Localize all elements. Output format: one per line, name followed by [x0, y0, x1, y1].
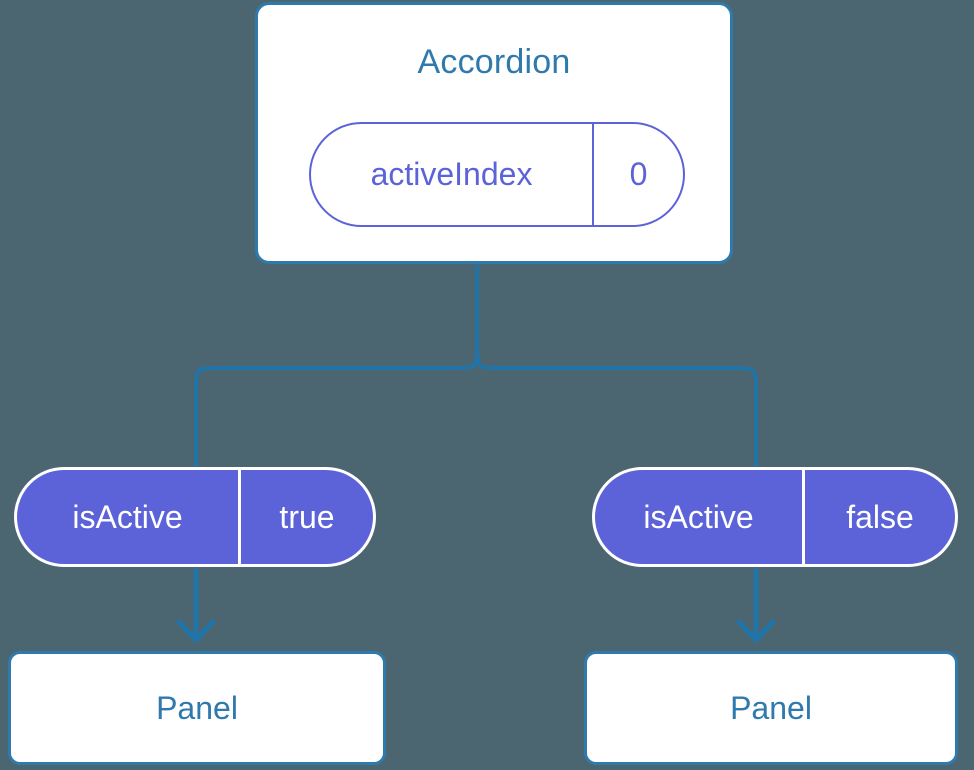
prop-pill-key: isActive [595, 470, 805, 564]
prop-pill-isactive-false[interactable]: isActive false [592, 467, 958, 567]
panel-node-left[interactable]: Panel [8, 651, 386, 765]
panel-title: Panel [156, 689, 238, 726]
connector-trunk-split [194, 264, 479, 470]
arrow-right-down-icon [736, 567, 776, 643]
accordion-title: Accordion [417, 43, 571, 81]
accordion-node[interactable]: Accordion activeIndex 0 [255, 2, 733, 264]
prop-pill-value: true [279, 498, 335, 535]
prop-pill-key: isActive [17, 470, 241, 564]
arrow-left-down-icon [176, 567, 216, 643]
prop-pill-isactive-true[interactable]: isActive true [14, 467, 376, 567]
connector-branch-right [475, 342, 758, 470]
state-pill-activeindex[interactable]: activeIndex 0 [309, 122, 685, 227]
state-pill-key: activeIndex [311, 124, 594, 225]
panel-title: Panel [730, 689, 812, 726]
prop-pill-value: false [846, 498, 914, 535]
panel-node-right[interactable]: Panel [584, 651, 958, 765]
state-pill-value: 0 [629, 156, 648, 192]
